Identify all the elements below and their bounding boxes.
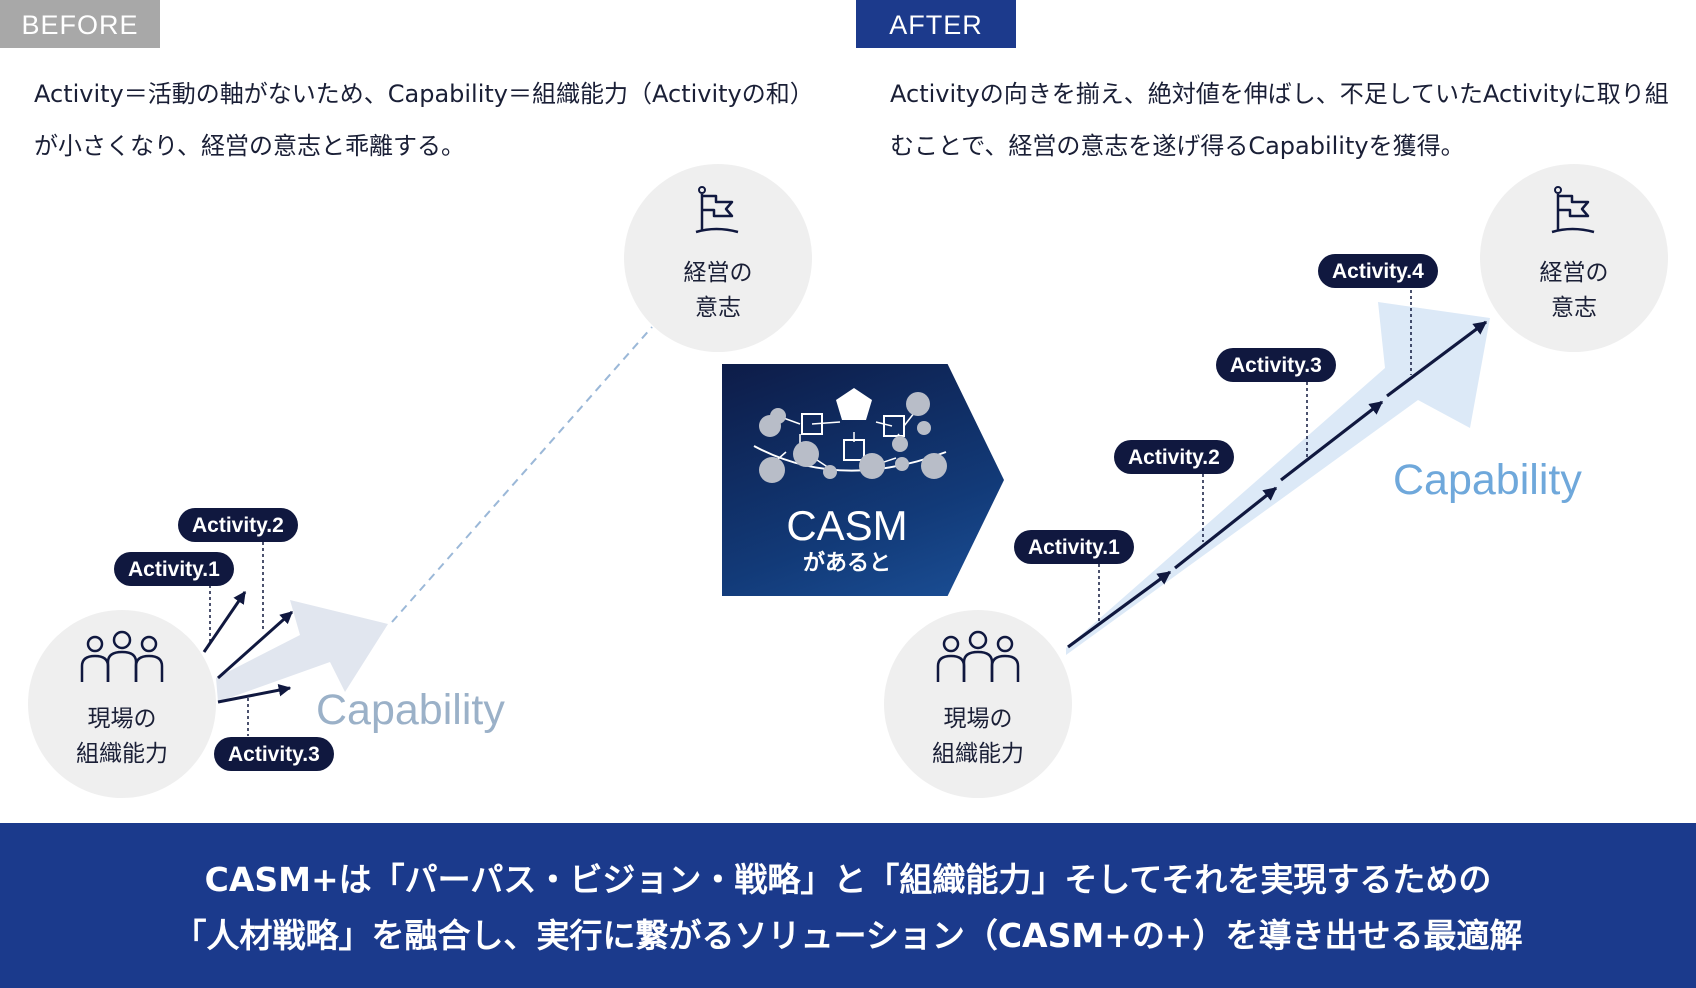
before-tag: BEFORE bbox=[0, 0, 160, 48]
summary-line-2: 「人材戦略」を融合し、実行に繋がるソリューション（CASM+の+）を導き出せる最… bbox=[173, 916, 1523, 955]
before-description-line1: Activity＝活動の軸がないため、Capability＝組織能力（Activ… bbox=[34, 80, 814, 108]
before-capability-label: Capability bbox=[316, 686, 505, 734]
after-tag: AFTER bbox=[856, 0, 1016, 48]
after-activity-3-label: Activity.3 bbox=[1216, 348, 1336, 382]
after-goal-label-2: 意志 bbox=[1551, 295, 1597, 321]
before-description-line2: が小さくなり、経営の意志と乖離する。 bbox=[34, 132, 466, 160]
after-team-circle: 現場の 組織能力 bbox=[884, 610, 1072, 798]
flag-icon bbox=[695, 186, 739, 234]
after-team-label-2: 組織能力 bbox=[932, 741, 1024, 767]
after-activity-2-label: Activity.2 bbox=[1114, 440, 1234, 474]
after-activity-1-label: Activity.1 bbox=[1014, 530, 1134, 564]
people-group-icon bbox=[80, 630, 164, 682]
after-description: Activityの向きを揃え、絶対値を伸ばし、不足していたActivityに取り… bbox=[890, 68, 1680, 172]
summary-banner: CASM+は「パーパス・ビジョン・戦略」と「組織能力」そしてそれを実現するための… bbox=[0, 823, 1696, 988]
before-goal-label-1: 経営の bbox=[683, 260, 753, 286]
before-activity-1-label: Activity.1 bbox=[114, 552, 234, 586]
people-group-icon bbox=[936, 630, 1020, 682]
before-gap-dashed-line bbox=[391, 326, 653, 623]
after-capability-arrow bbox=[1066, 302, 1490, 655]
after-activity-arrow-2 bbox=[1174, 486, 1278, 570]
casm-subtitle: があると bbox=[802, 551, 891, 576]
casm-chevron: CASM があると bbox=[722, 364, 1004, 596]
after-goal-label-1: 経営の bbox=[1539, 260, 1609, 286]
summary-line-1: CASM+は「パーパス・ビジョン・戦略」と「組織能力」そしてそれを実現するための bbox=[204, 860, 1492, 899]
before-team-label-2: 組織能力 bbox=[76, 741, 168, 767]
after-goal-circle: 経営の 意志 bbox=[1480, 164, 1668, 352]
after-activity-arrow-1 bbox=[1067, 570, 1172, 649]
casm-title: CASM bbox=[786, 502, 908, 549]
before-activity-3-label: Activity.3 bbox=[214, 737, 334, 771]
before-goal-circle: 経営の 意志 bbox=[624, 164, 812, 352]
after-activity-arrow-3 bbox=[1280, 400, 1384, 482]
before-team-circle: 現場の 組織能力 bbox=[28, 610, 216, 798]
before-activity-2-label: Activity.2 bbox=[178, 508, 298, 542]
after-activity-4-label: Activity.4 bbox=[1318, 254, 1438, 288]
network-icon bbox=[753, 388, 947, 483]
before-goal-label-2: 意志 bbox=[695, 295, 741, 321]
after-description-line2: むことで、経営の意志を遂げ得るCapabilityを獲得。 bbox=[890, 132, 1465, 160]
after-capability-label: Capability bbox=[1393, 456, 1582, 504]
after-activity-arrow-4 bbox=[1386, 320, 1488, 398]
before-description: Activity＝活動の軸がないため、Capability＝組織能力（Activ… bbox=[34, 68, 834, 172]
before-team-label-1: 現場の bbox=[87, 706, 157, 732]
before-activity-arrow-2 bbox=[217, 610, 293, 680]
after-team-label-1: 現場の bbox=[943, 706, 1013, 732]
before-activity-arrow-1 bbox=[202, 590, 247, 653]
after-description-line1: Activityの向きを揃え、絶対値を伸ばし、不足していたActivityに取り… bbox=[890, 80, 1669, 108]
before-capability-arrow bbox=[216, 600, 388, 702]
flag-icon bbox=[1551, 186, 1595, 234]
before-activity-arrow-3 bbox=[217, 683, 292, 704]
